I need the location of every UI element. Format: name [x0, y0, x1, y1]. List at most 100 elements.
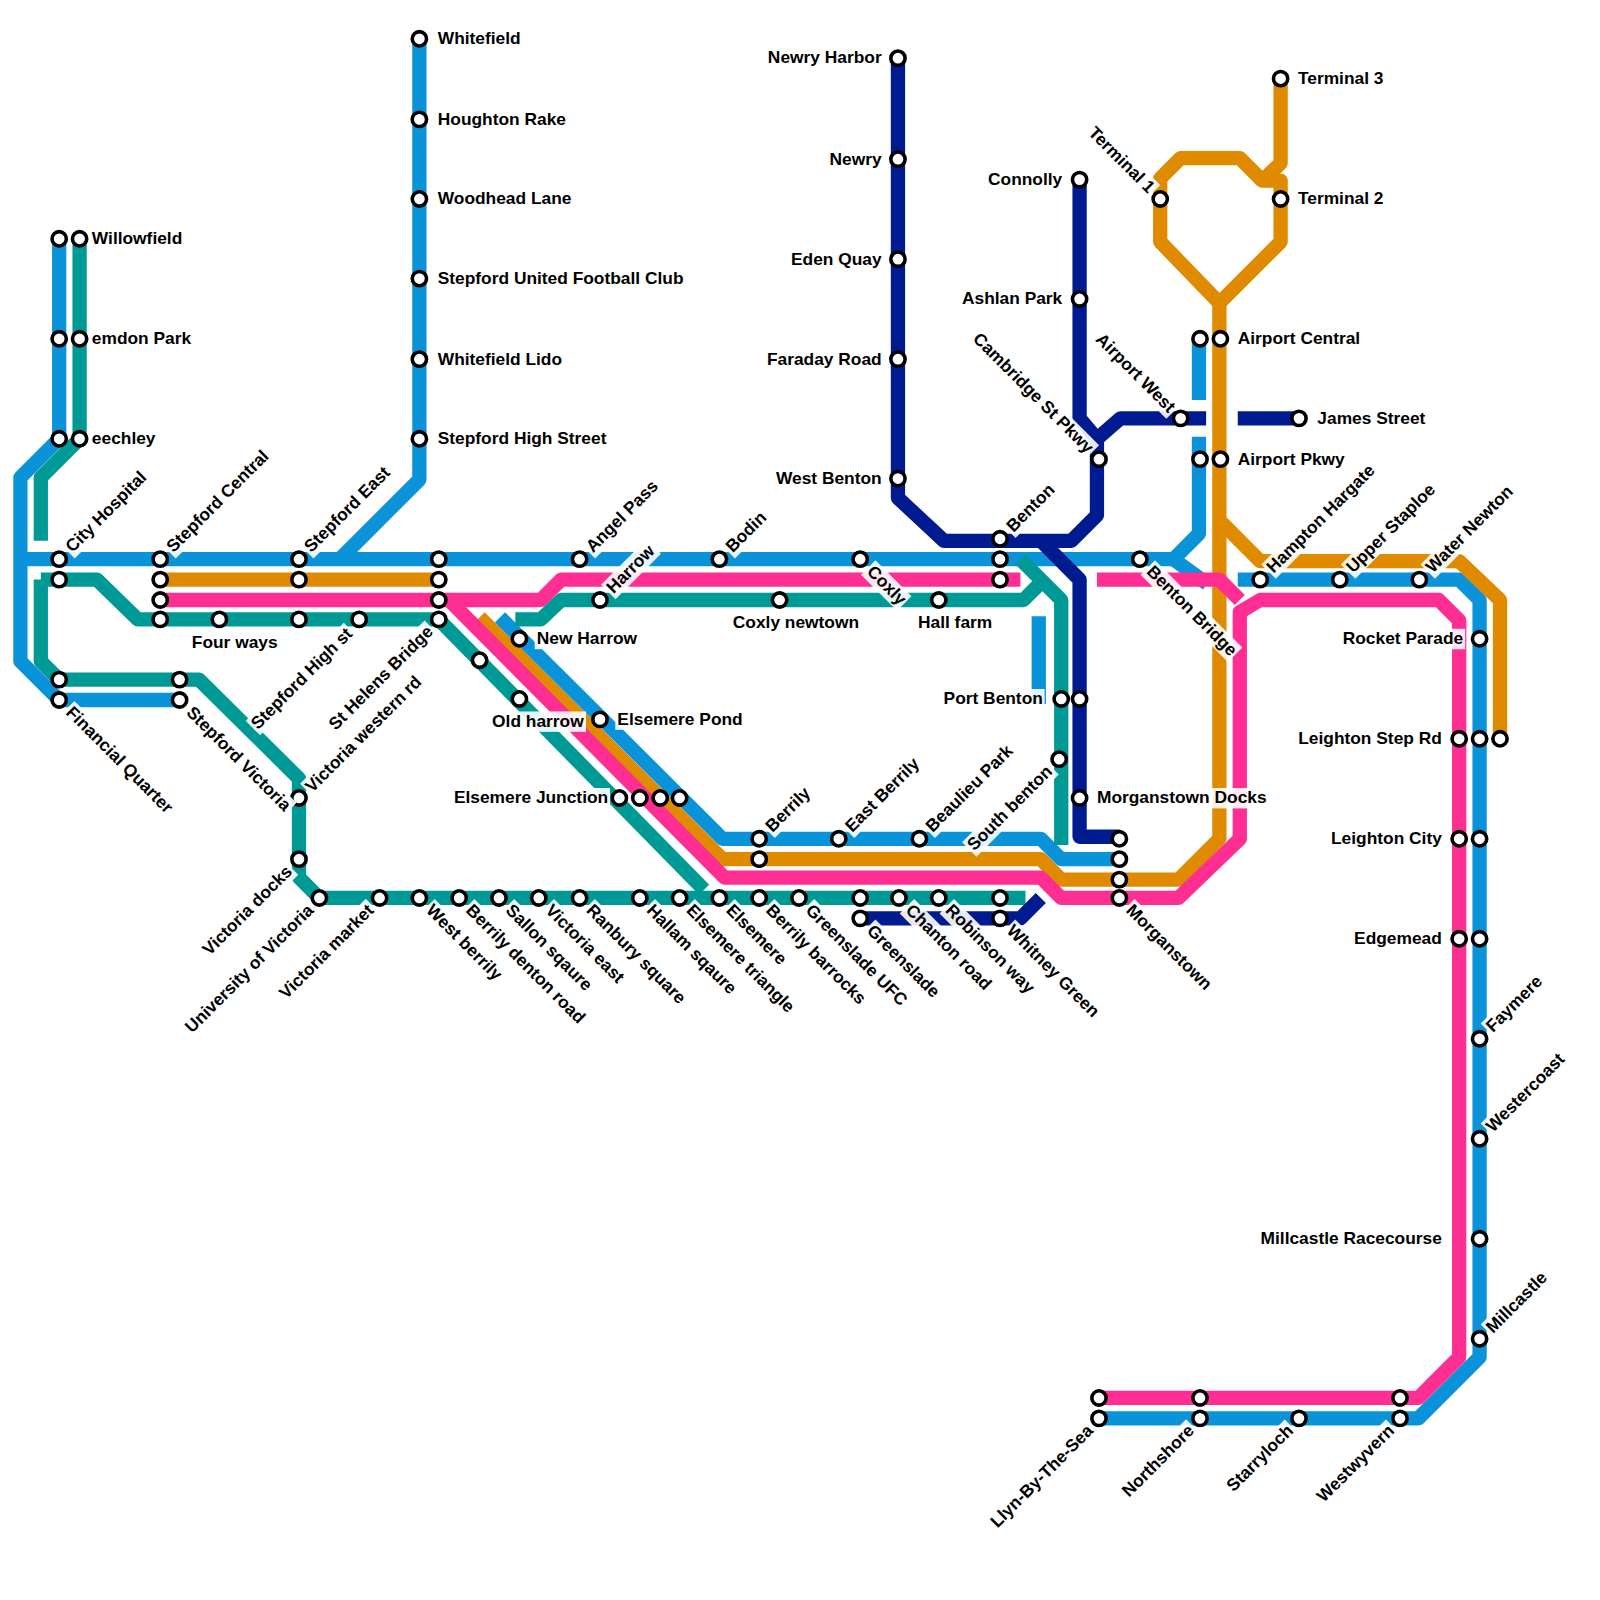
- station-dot: [993, 552, 1007, 566]
- station-dot: [1292, 411, 1306, 425]
- station-dot: [792, 891, 806, 905]
- station-label: Leighton City: [1329, 829, 1444, 849]
- station-label: Whitefield: [436, 29, 523, 49]
- station-dot: [1112, 872, 1126, 886]
- station-dot: [752, 832, 766, 846]
- station-label: Old harrow: [490, 711, 586, 731]
- orange-line: [1219, 181, 1280, 303]
- station-dot: [993, 532, 1007, 546]
- station-dot: [1193, 452, 1207, 466]
- station-dot: [153, 593, 167, 607]
- station-dot: [472, 653, 486, 667]
- station-label: Bodin: [720, 506, 772, 558]
- station-label: James Street: [1315, 408, 1427, 428]
- station-dot: [1472, 1132, 1486, 1146]
- station-label: Airport Central: [1236, 329, 1362, 349]
- station-label: Port Benton: [942, 689, 1045, 709]
- station-label: Terminal 3: [1296, 69, 1386, 89]
- station-label: Airport West: [1090, 328, 1180, 418]
- station-dot: [412, 271, 426, 285]
- teal-line: [41, 239, 80, 541]
- station-label: Rocket Parade: [1341, 629, 1466, 649]
- station-dot: [153, 612, 167, 626]
- station-group: [52, 32, 1507, 1426]
- station-dot: [993, 572, 1007, 586]
- station-label: Harrow: [601, 540, 660, 599]
- station-dot: [153, 552, 167, 566]
- station-dot: [72, 432, 86, 446]
- station-dot: [1092, 452, 1106, 466]
- station-dot: [1072, 791, 1086, 805]
- station-dot: [633, 891, 647, 905]
- station-label: Willowfield: [90, 229, 185, 249]
- station-dot: [1493, 732, 1507, 746]
- station-dot: [891, 352, 905, 366]
- station-label: East Berrily: [840, 752, 925, 837]
- station-dot: [352, 612, 366, 626]
- station-dot: [1472, 632, 1486, 646]
- station-dot: [312, 891, 326, 905]
- pink-line: [449, 600, 1459, 1398]
- station-label: Elsemere Pond: [615, 709, 744, 729]
- station-dot: [1112, 852, 1126, 866]
- station-dot: [712, 891, 726, 905]
- station-dot: [633, 791, 647, 805]
- station-dot: [752, 891, 766, 905]
- station-dot: [412, 192, 426, 206]
- station-label: Four ways: [190, 633, 280, 653]
- station-label: Morganstown: [1120, 899, 1217, 996]
- orange-line: [160, 572, 439, 586]
- station-dot: [853, 911, 867, 925]
- station-dot: [672, 791, 686, 805]
- station-dot: [1472, 832, 1486, 846]
- station-dot: [832, 832, 846, 846]
- station-label: Newry Harbor: [766, 48, 884, 68]
- station-label: Elsemere Junction: [452, 788, 610, 808]
- station-dot: [52, 572, 66, 586]
- station-dot: [891, 152, 905, 166]
- station-dot: [1333, 572, 1347, 586]
- station-dot: [1092, 1391, 1106, 1405]
- station-dot: [492, 891, 506, 905]
- station-dot: [432, 593, 446, 607]
- station-dot: [772, 593, 786, 607]
- station-dot: [292, 552, 306, 566]
- station-label: West Benton: [774, 469, 884, 489]
- station-label: Morganstown Docks: [1095, 788, 1269, 808]
- station-label: Coxly newtown: [731, 612, 861, 632]
- station-dot: [1273, 71, 1287, 85]
- station-dot: [891, 471, 905, 485]
- station-dot: [653, 791, 667, 805]
- station-label: Ashlan Park: [960, 289, 1064, 309]
- station-dot: [572, 891, 586, 905]
- station-dot: [993, 891, 1007, 905]
- station-label: Westwyvern: [1312, 1419, 1400, 1507]
- station-dot: [52, 552, 66, 566]
- station-dot: [172, 672, 186, 686]
- navy-line: [1238, 411, 1298, 425]
- station-label: Millcastle: [1481, 1266, 1553, 1338]
- station-dot: [1072, 692, 1086, 706]
- station-dot: [1054, 692, 1068, 706]
- station-label: Connolly: [986, 170, 1064, 190]
- station-label: Edgemead: [1352, 929, 1444, 949]
- station-dot: [432, 572, 446, 586]
- blue-line: [20, 39, 1479, 1419]
- station-dot: [1452, 932, 1466, 946]
- station-label: Stepford United Football Club: [436, 269, 686, 289]
- station-label: Stepford High Street: [436, 429, 609, 449]
- station-label: Airport Pkwy: [1236, 449, 1347, 469]
- station-dot: [932, 891, 946, 905]
- station-dot: [452, 891, 466, 905]
- teal-line: [439, 619, 704, 889]
- station-dot: [1412, 572, 1426, 586]
- station-dot: [1213, 332, 1227, 346]
- station-dot: [512, 692, 526, 706]
- blue-line: [1097, 580, 1480, 1419]
- station-label: emdon Park: [90, 329, 193, 349]
- station-dot: [52, 332, 66, 346]
- station-dot: [1193, 1391, 1207, 1405]
- station-dot: [853, 891, 867, 905]
- station-dot: [1253, 572, 1267, 586]
